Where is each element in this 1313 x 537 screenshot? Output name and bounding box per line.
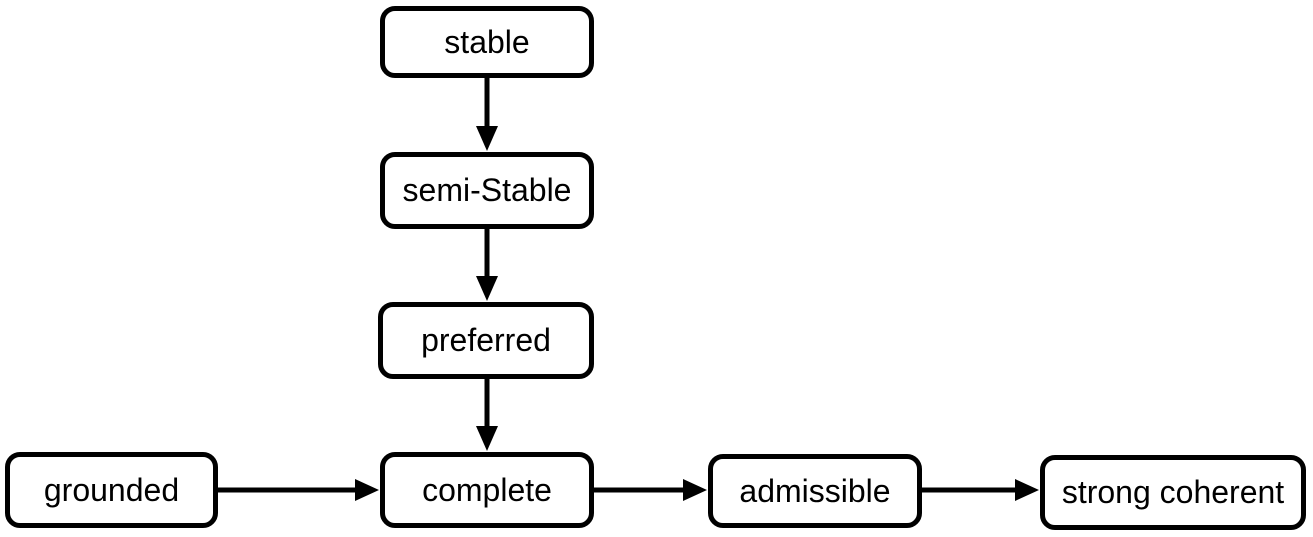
node-stable: stable — [380, 6, 594, 78]
node-preferred: preferred — [378, 302, 594, 379]
arrow-admissible-to-strong-coherent — [922, 479, 1039, 501]
arrow-preferred-to-complete — [476, 379, 498, 451]
arrow-stable-to-semi-stable — [476, 78, 498, 151]
node-semi-stable-label: semi-Stable — [402, 172, 572, 208]
node-grounded: grounded — [5, 452, 218, 528]
node-complete-label: complete — [422, 471, 552, 508]
node-strong-coherent-label: strong coherent — [1061, 474, 1285, 510]
node-strong-coherent: strong coherent — [1040, 455, 1306, 530]
arrow-complete-to-admissible — [594, 479, 707, 501]
node-admissible-label: admissible — [739, 472, 891, 509]
arrow-semi-stable-to-preferred — [476, 229, 498, 301]
node-grounded-label: grounded — [43, 471, 180, 508]
node-semi-stable: semi-Stable — [380, 152, 594, 229]
node-admissible: admissible — [708, 454, 922, 528]
arrow-grounded-to-complete — [218, 479, 379, 501]
node-complete: complete — [380, 452, 594, 528]
node-stable-label: stable — [444, 23, 530, 60]
node-preferred-label: preferred — [421, 322, 551, 358]
